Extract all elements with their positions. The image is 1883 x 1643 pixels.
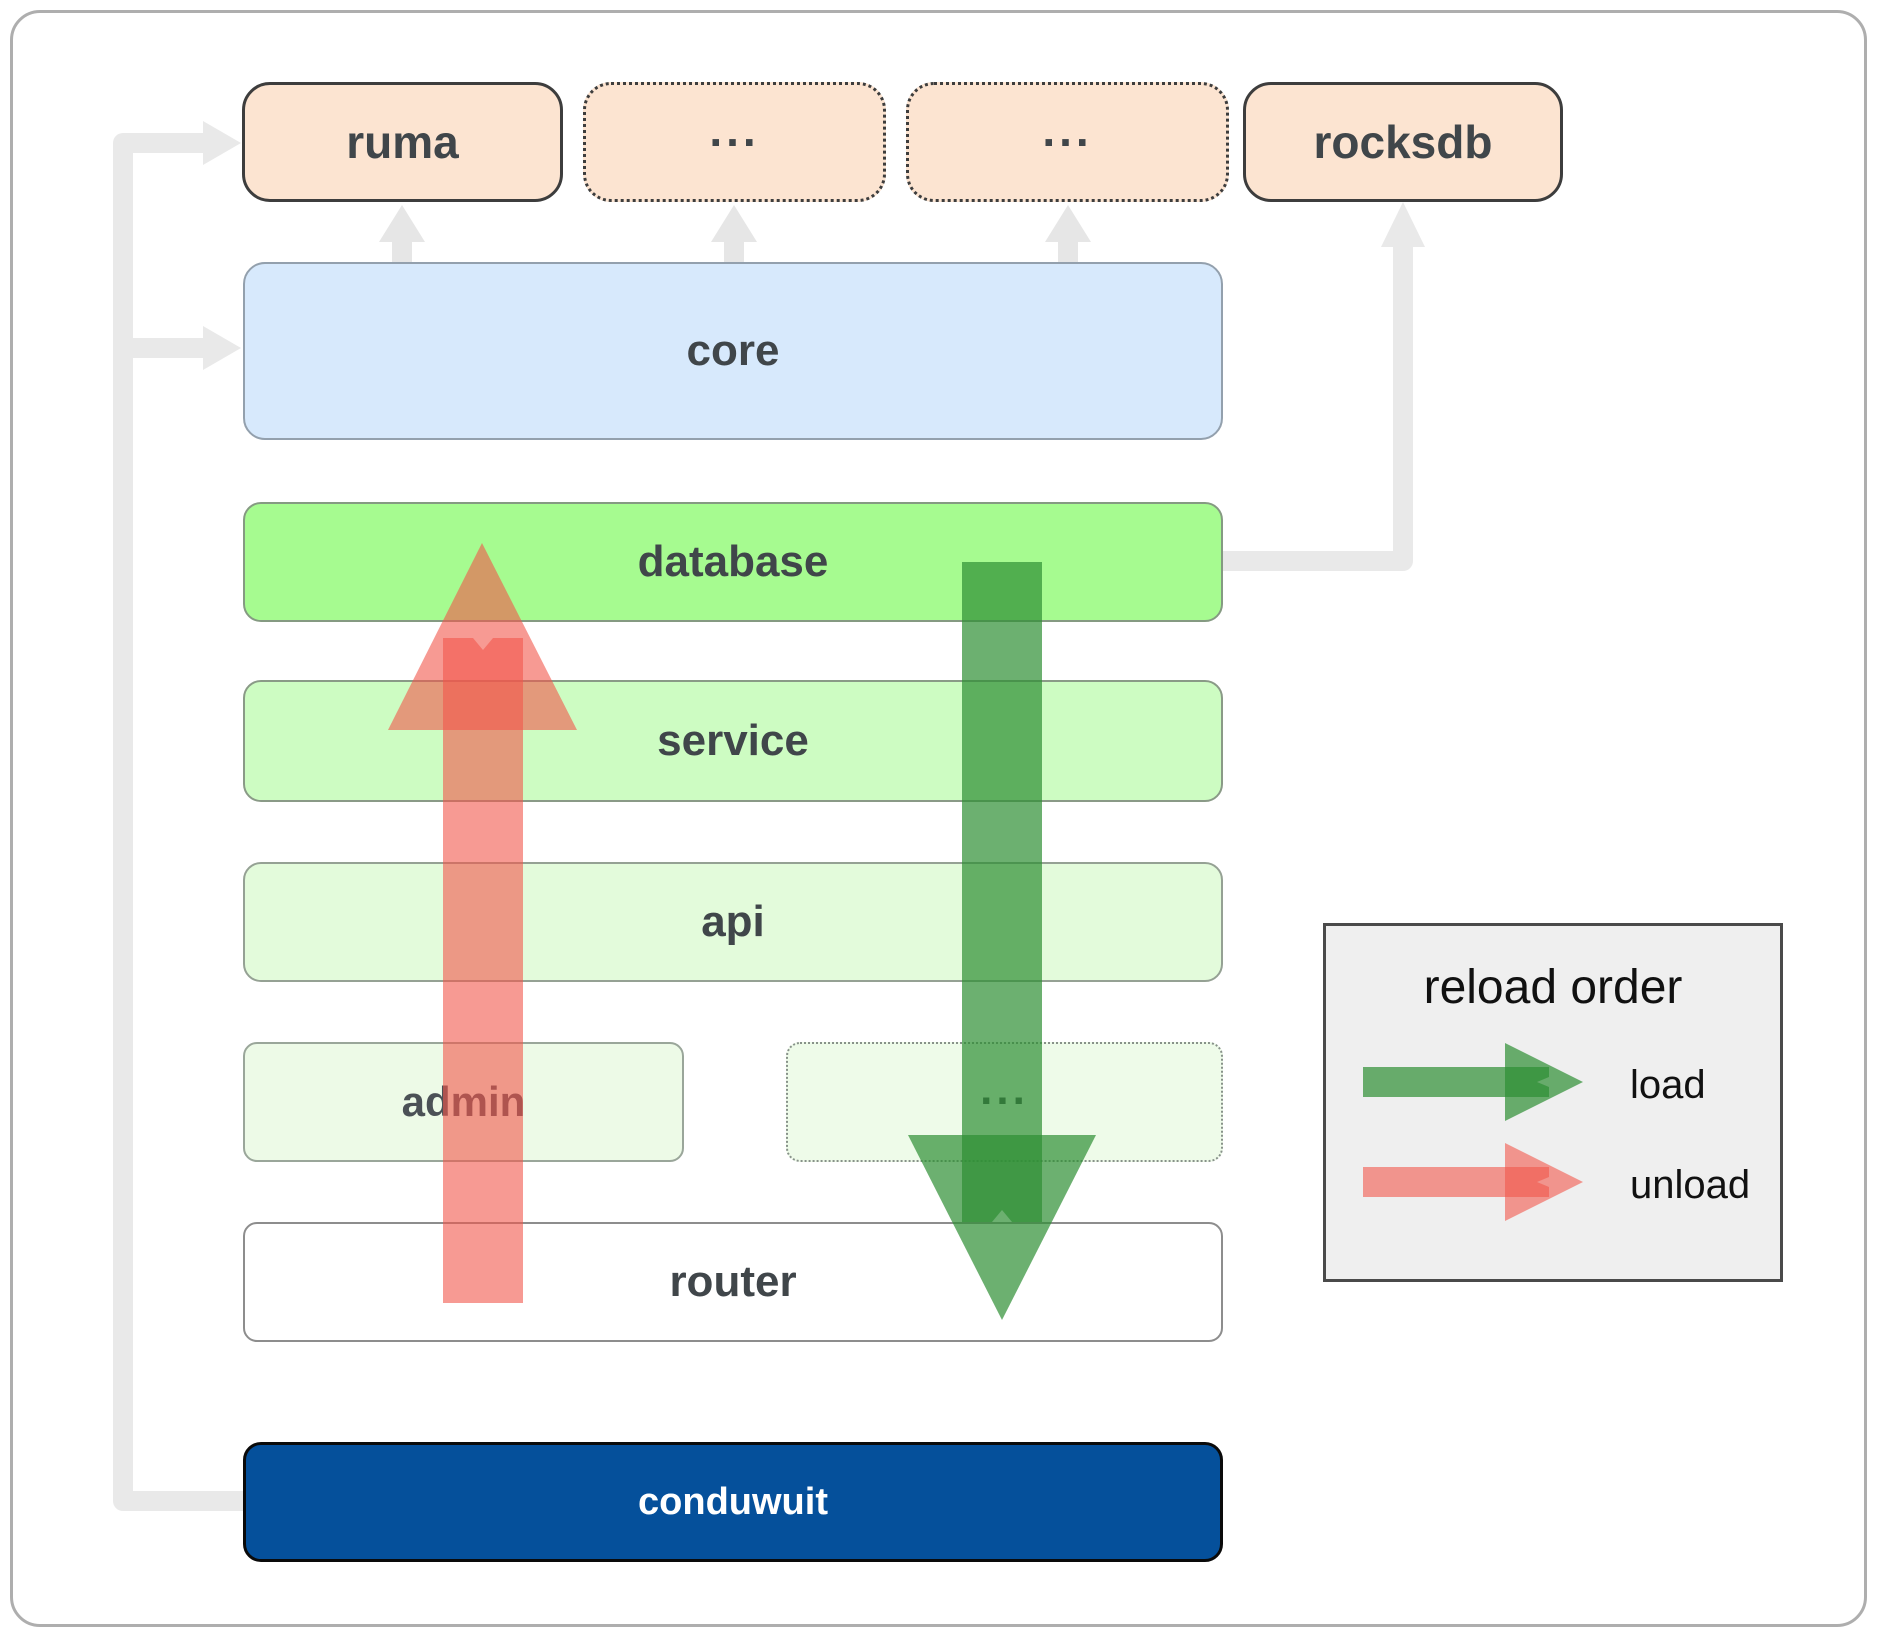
node-database-label: database	[637, 537, 829, 586]
node-core-label: core	[686, 326, 780, 375]
node-ruma: ruma	[242, 82, 563, 202]
legend-load-arrow	[1363, 1043, 1583, 1121]
node-rocksdb: rocksdb	[1243, 82, 1563, 202]
node-conduwuit: conduwuit	[243, 1442, 1223, 1562]
node-more-dependencies-1: ...	[583, 82, 886, 202]
legend-label-unload: unload	[1630, 1163, 1751, 1207]
legend-unload-arrow-shaft	[1363, 1167, 1505, 1197]
arrowhead-into-rocksdb	[1381, 202, 1425, 247]
unload-arrow-shaft	[443, 682, 523, 1303]
node-api-label: api	[701, 897, 765, 946]
legend-label-load: load	[1630, 1063, 1706, 1107]
legend: reload order load unload	[1323, 923, 1783, 1282]
arrowhead-into-ruma	[203, 121, 241, 165]
node-conduwuit-label: conduwuit	[638, 1480, 828, 1523]
connector-conduwuit-to-ruma	[113, 133, 243, 1511]
arrowhead-into-core	[203, 326, 241, 370]
load-arrow-head	[908, 1135, 1096, 1320]
load-arrow	[908, 562, 1096, 1320]
diagram-outer-frame	[10, 10, 1867, 1627]
node-service-label: service	[657, 716, 809, 765]
node-rocksdb-label: rocksdb	[1313, 116, 1493, 168]
arrow-core-to-more-1	[711, 205, 757, 264]
arrow-core-to-ruma	[379, 205, 425, 264]
node-core: core	[243, 262, 1223, 440]
legend-unload-arrow-head	[1505, 1143, 1583, 1221]
node-more-1-label: ...	[709, 104, 760, 156]
legend-title: reload order	[1423, 961, 1683, 1014]
unload-arrow	[388, 543, 577, 1303]
arrow-core-to-more-2	[1045, 205, 1091, 264]
legend-unload-arrow	[1363, 1143, 1583, 1221]
legend-load-arrow-head	[1505, 1043, 1583, 1121]
node-more-2-label: ...	[1042, 104, 1093, 156]
node-database: database	[243, 502, 1223, 622]
node-router: router	[243, 1222, 1223, 1342]
unload-arrow-head	[388, 543, 577, 730]
node-ruma-label: ruma	[346, 116, 459, 168]
connector-database-to-rocksdb	[1223, 245, 1413, 571]
node-router-label: router	[669, 1257, 797, 1306]
node-more-dependencies-2: ...	[906, 82, 1229, 202]
load-arrow-shaft	[962, 562, 1042, 1178]
node-api: api	[243, 862, 1223, 982]
legend-load-arrow-shaft	[1363, 1067, 1505, 1097]
